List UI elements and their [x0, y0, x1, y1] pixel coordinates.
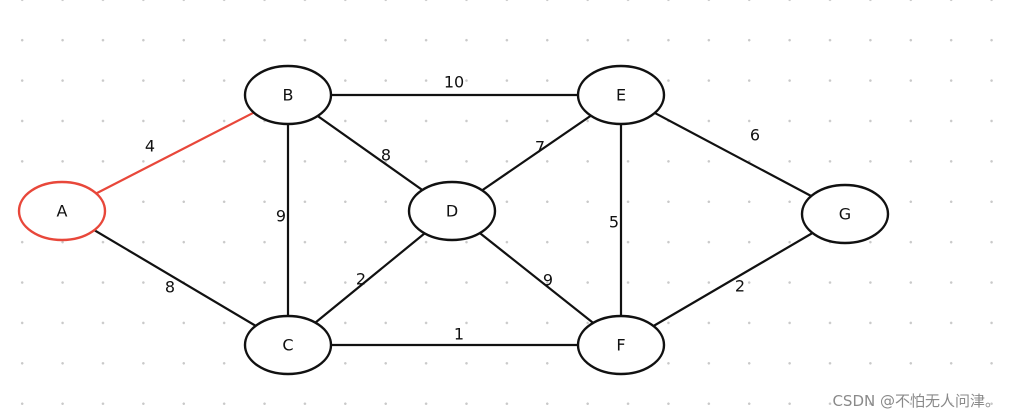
- node-e-label: E: [616, 86, 626, 105]
- edge-weight-d-f: 9: [543, 271, 553, 290]
- edge-weight-b-d: 8: [381, 146, 391, 165]
- nodes-layer: A B C D E F G: [17, 64, 890, 376]
- edge-weight-b-e: 10: [444, 73, 464, 92]
- node-d-label: D: [446, 202, 458, 221]
- edge-weight-e-g: 6: [750, 126, 760, 145]
- edge-weight-a-b: 4: [145, 137, 155, 156]
- edge-weight-e-f: 5: [609, 213, 619, 232]
- node-b-label: B: [283, 86, 294, 105]
- watermark: CSDN @不怕无人问津。: [832, 392, 1000, 410]
- edge-weight-a-c: 8: [165, 278, 175, 297]
- edge-weight-b-c: 9: [276, 207, 286, 226]
- edge-f-g: [620, 213, 846, 346]
- node-f-label: F: [616, 336, 625, 355]
- node-b-shape: [243, 64, 333, 126]
- node-g-label: G: [839, 205, 851, 224]
- node-e: E: [576, 64, 666, 126]
- node-d: D: [407, 180, 497, 242]
- edge-a-c: [61, 210, 289, 346]
- node-e-shape: [576, 64, 666, 126]
- node-a-label: A: [57, 202, 68, 221]
- node-f: F: [576, 314, 666, 376]
- edge-weight-c-d: 2: [356, 270, 366, 289]
- node-a-shape: [17, 180, 107, 242]
- edge-weights-layer: 4 8 9 8 10 2 1 7 9 5 6 2: [145, 73, 760, 344]
- node-g-shape: [800, 183, 890, 245]
- node-b: B: [243, 64, 333, 126]
- node-c-shape: [243, 314, 333, 376]
- edge-weight-f-g: 2: [735, 277, 745, 296]
- edge-weight-c-f: 1: [454, 325, 464, 344]
- node-d-shape: [407, 180, 497, 242]
- node-a: A: [17, 180, 107, 242]
- node-c-label: C: [282, 336, 293, 355]
- node-f-shape: [576, 314, 666, 376]
- edge-weight-d-e: 7: [535, 138, 545, 157]
- edge-e-g: [620, 94, 846, 215]
- edge-a-b: [61, 94, 289, 212]
- node-c: C: [243, 314, 333, 376]
- node-g: G: [800, 183, 890, 245]
